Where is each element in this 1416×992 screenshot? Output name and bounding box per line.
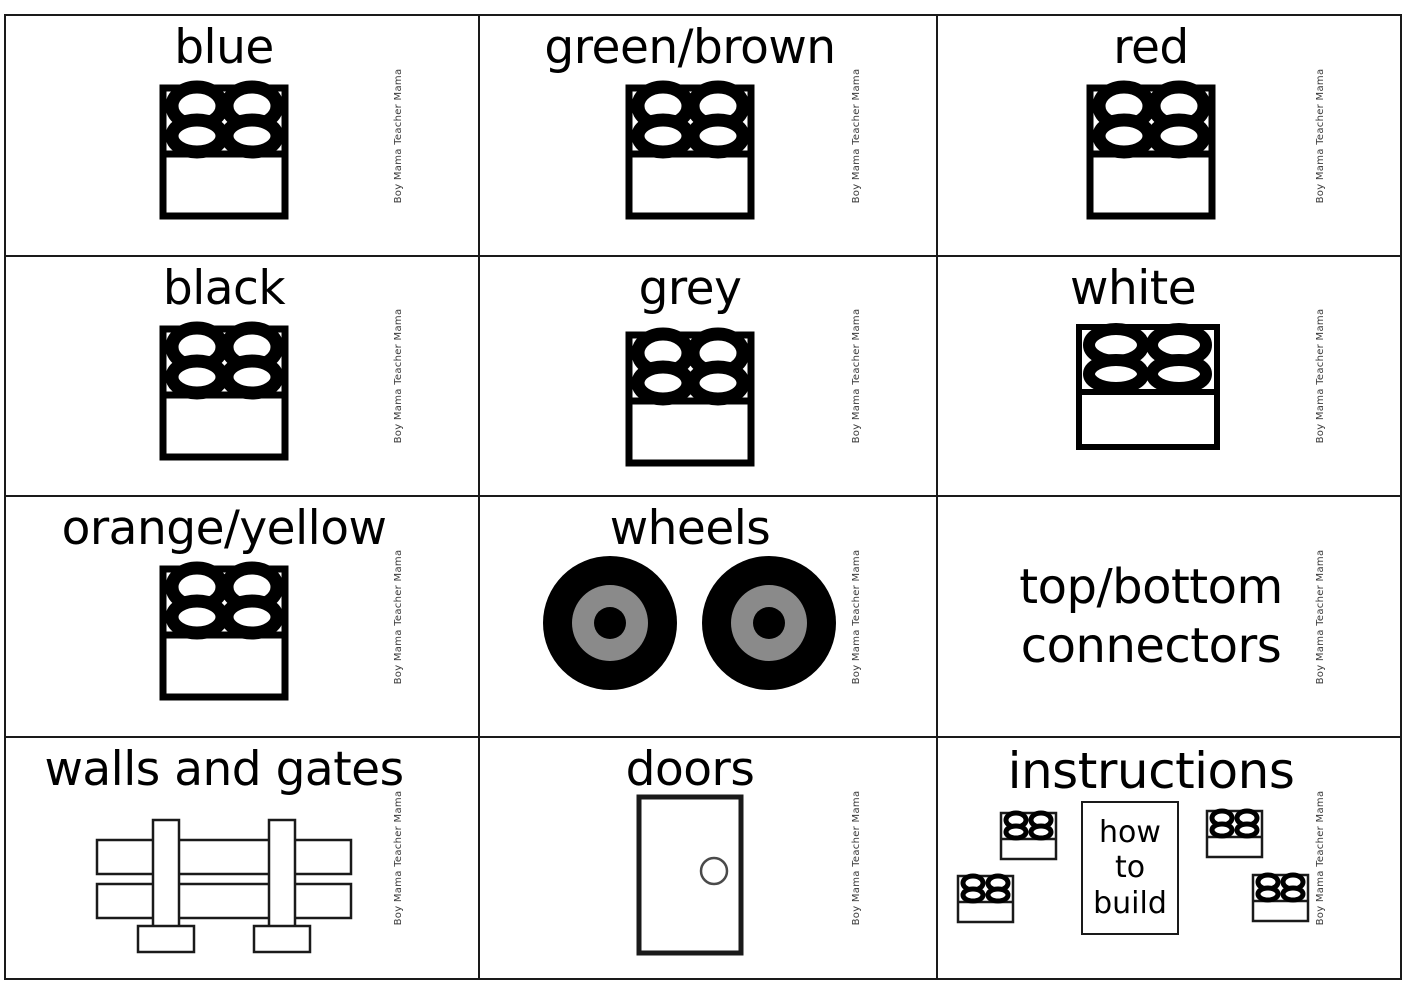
card-label: black — [162, 261, 286, 316]
watermark: Boy Mama Teacher Mama — [851, 549, 863, 684]
how-to-build-line-2: to — [1114, 850, 1146, 886]
lego-brick-icon — [625, 80, 755, 220]
card-label: walls and gates — [44, 742, 404, 797]
card-instructions[interactable]: instructions — [938, 738, 1400, 978]
card-art-lego-brick — [480, 313, 900, 495]
watermark: Boy Mama Teacher Mama — [393, 68, 405, 203]
card-label: white — [1070, 261, 1197, 316]
watermark: Boy Mama Teacher Mama — [1315, 68, 1327, 203]
lego-brick-icon — [159, 321, 289, 461]
card-label: green/brown — [544, 20, 836, 75]
card-wheels[interactable]: wheels Boy Mama Teacher Mama — [480, 497, 938, 738]
lego-brick-icon — [1076, 322, 1220, 450]
card-art-lego-brick — [6, 313, 442, 495]
fence-icon — [95, 818, 353, 954]
card-doors[interactable]: doors Boy Mama Teacher Mama — [480, 738, 938, 978]
card-label: orange/yellow — [61, 501, 387, 556]
card-black[interactable]: black Boy Mama Teacher Mama — [6, 257, 480, 497]
watermark: Boy Mama Teacher Mama — [851, 790, 863, 926]
card-art-wheels — [480, 553, 900, 736]
card-art-fence — [6, 794, 442, 978]
watermark: Boy Mama Teacher Mama — [393, 308, 405, 444]
card-walls-and-gates[interactable]: walls and gates Boy Mama Teach — [6, 738, 480, 978]
watermark: Boy Mama Teacher Mama — [1315, 308, 1327, 444]
lego-brick-small-icon — [1251, 872, 1310, 923]
card-art-lego-brick — [938, 72, 1364, 255]
watermark: Boy Mama Teacher Mama — [393, 549, 405, 684]
watermark: Boy Mama Teacher Mama — [1315, 549, 1327, 684]
card-blue[interactable]: blue Boy Mama Teacher Mama — [6, 16, 480, 257]
lego-brick-icon — [625, 327, 755, 467]
card-label: grey — [638, 261, 742, 316]
card-label: blue — [174, 20, 274, 75]
lego-brick-icon — [1086, 80, 1216, 220]
card-label: instructions — [1007, 742, 1295, 800]
how-to-build-line-3: build — [1093, 885, 1167, 921]
door-icon — [636, 794, 744, 956]
card-red[interactable]: red Boy Mama Teacher Mama — [938, 16, 1400, 257]
watermark: Boy Mama Teacher Mama — [393, 790, 405, 926]
wheels-icon — [543, 555, 836, 690]
watermark: Boy Mama Teacher Mama — [1315, 790, 1327, 926]
card-art-lego-brick — [6, 553, 442, 736]
card-art-door — [480, 794, 900, 978]
how-to-build-page: how to build — [1081, 801, 1179, 935]
worksheet-page: blue Boy Mama Teacher Mama green/brown — [4, 14, 1402, 980]
lego-brick-small-icon — [999, 810, 1058, 861]
card-art-instructions: how to build — [938, 797, 1364, 978]
card-grid: blue Boy Mama Teacher Mama green/brown — [6, 16, 1400, 978]
card-art-lego-brick — [1070, 313, 1368, 495]
card-label: red — [1113, 20, 1189, 75]
how-to-build-line-1: how — [1099, 814, 1161, 850]
lego-brick-small-icon — [1205, 808, 1264, 859]
lego-brick-small-icon — [956, 873, 1015, 924]
card-green-brown[interactable]: green/brown Boy Mama Teacher Mama — [480, 16, 938, 257]
card-art-lego-brick — [6, 72, 442, 255]
watermark: Boy Mama Teacher Mama — [851, 68, 863, 203]
card-grey[interactable]: grey Boy Mama Teacher Mama — [480, 257, 938, 497]
watermark: Boy Mama Teacher Mama — [851, 308, 863, 444]
card-top-bottom-connectors[interactable]: top/bottom connectors Boy Mama Teacher M… — [938, 497, 1400, 738]
card-label: wheels — [609, 501, 771, 556]
lego-brick-icon — [159, 561, 289, 701]
lego-brick-icon — [159, 80, 289, 220]
card-orange-yellow[interactable]: orange/yellow Boy Mama Teacher Mama — [6, 497, 480, 738]
card-label: doors — [625, 742, 755, 797]
card-white[interactable]: white Boy Mama Teacher Mama — [938, 257, 1400, 497]
card-label: top/bottom connectors — [1019, 558, 1283, 674]
card-art-lego-brick — [480, 72, 900, 255]
